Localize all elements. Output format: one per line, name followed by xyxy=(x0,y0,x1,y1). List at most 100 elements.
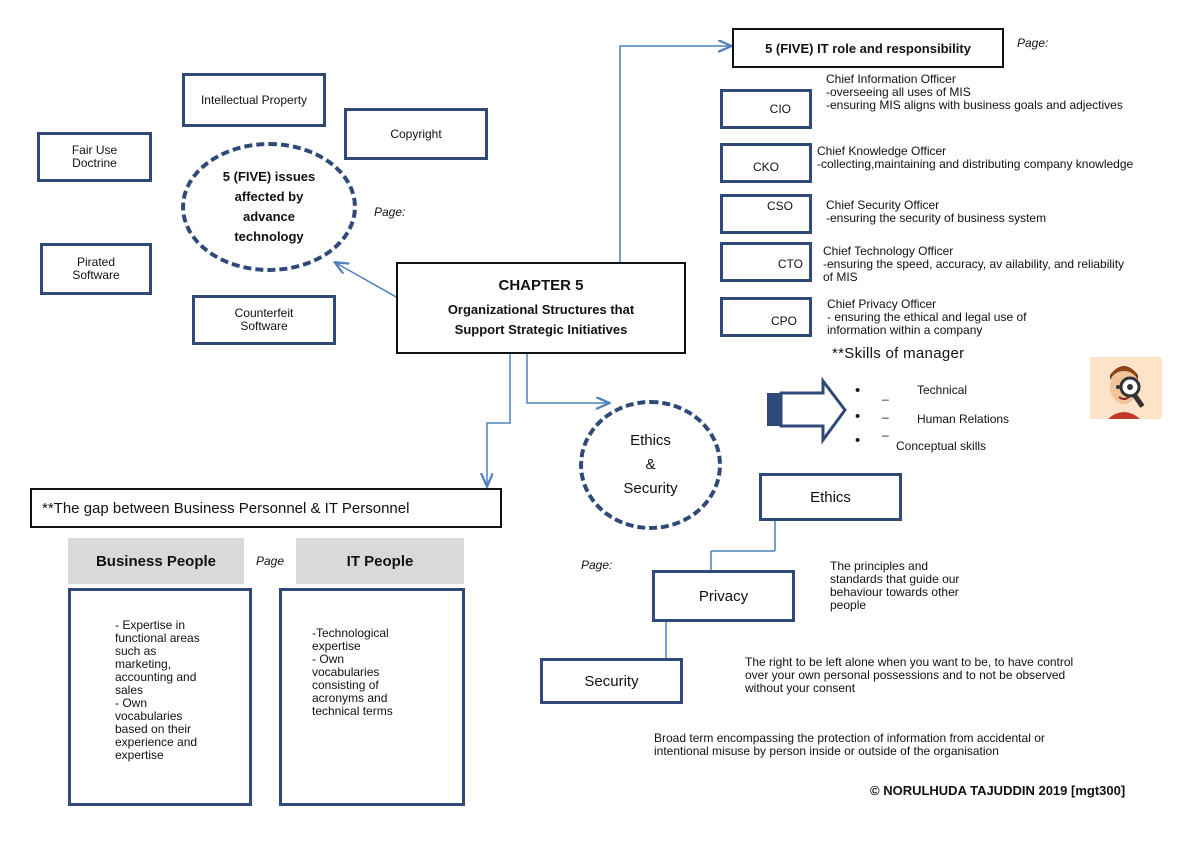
ethics-page-label: Page: xyxy=(581,558,613,572)
it-roles-page-label: Page: xyxy=(1017,36,1049,50)
ethics-definition: The principles and standards that guide … xyxy=(830,560,959,612)
privacy-def-line3: without your consent xyxy=(745,681,856,695)
issue-pirated-line1: Pirated xyxy=(76,255,116,269)
issue-pirated-software: Pirated Software xyxy=(40,243,152,295)
issue-counterfeit-line1: Counterfeit xyxy=(234,306,294,320)
issues-page-label: Page: xyxy=(374,205,406,219)
ethics-box: Ethics xyxy=(759,473,902,521)
business-people-header-label: Business People xyxy=(95,552,217,570)
role-cio-desc: Chief Information Officer -overseeing al… xyxy=(826,73,1123,112)
issues-circle-line3: advance xyxy=(242,209,296,224)
role-cio-desc-line2: -ensuring MIS aligns with business goals… xyxy=(826,98,1123,112)
it-people-header: IT People xyxy=(296,538,464,584)
issue-intellectual-property-label: Intellectual Property xyxy=(200,92,308,107)
issue-intellectual-property: Intellectual Property xyxy=(182,73,326,127)
bullet-icon: • xyxy=(855,382,861,399)
gap-page-label: Page xyxy=(244,545,296,577)
role-cto-title: Chief Technology Officer xyxy=(823,244,954,258)
business-line: - Expertise in xyxy=(115,618,186,632)
ethics-circle-line1: Ethics xyxy=(630,432,671,449)
issue-fair-use-line2: Doctrine xyxy=(72,156,117,170)
issue-counterfeit-software: Counterfeit Software xyxy=(192,295,336,345)
dash-icon: – xyxy=(882,428,889,442)
role-cio-desc-line1: -overseeing all uses of MIS xyxy=(826,85,971,99)
ethics-def-line4: people xyxy=(830,598,867,612)
business-people-box: - Expertise in functional areas such as … xyxy=(68,588,252,806)
security-box-label: Security xyxy=(584,672,639,690)
privacy-definition: The right to be left alone when you want… xyxy=(745,656,1073,695)
it-line: acronyms and xyxy=(312,691,388,705)
skills-list: • _ Technical • – Human Relations • – Co… xyxy=(855,382,1055,462)
it-line: -Technological xyxy=(312,626,389,640)
role-cpo-desc: Chief Privacy Officer - ensuring the eth… xyxy=(827,298,1026,337)
ethics-def-line3: behaviour towards other xyxy=(830,585,959,599)
business-line: accounting and xyxy=(115,670,197,684)
role-cpo-title: Chief Privacy Officer xyxy=(827,297,937,311)
chapter-box: CHAPTER 5 Organizational Structures that… xyxy=(396,262,686,354)
magnifier-person-icon xyxy=(1090,357,1162,419)
privacy-def-line1: The right to be left alone when you want… xyxy=(745,655,1074,669)
business-line: - Own xyxy=(115,696,148,710)
security-def-line1: Broad term encompassing the protection o… xyxy=(654,731,1045,745)
ethics-security-circle: Ethics & Security xyxy=(579,400,722,530)
privacy-box-label: Privacy xyxy=(698,587,749,605)
role-cio-box: CIO xyxy=(720,89,812,129)
it-roles-title-box: 5 (FIVE) IT role and responsibility xyxy=(732,28,1004,68)
it-line: technical terms xyxy=(312,704,393,718)
security-def-line2: intentional misuse by person inside or o… xyxy=(654,744,999,758)
gap-page-label-text: Page xyxy=(255,554,285,568)
security-definition: Broad term encompassing the protection o… xyxy=(654,732,1045,758)
business-line: based on their xyxy=(115,722,192,736)
it-line: vocabularies xyxy=(312,665,380,679)
issues-circle-line2: affected by xyxy=(234,189,304,204)
it-people-box: -Technological expertise - Own vocabular… xyxy=(279,588,465,806)
role-cko-desc-line1: -collecting,maintaining and distributing… xyxy=(817,157,1134,171)
ethics-def-line2: standards that guide our xyxy=(830,572,960,586)
role-cto-abbr: CTO xyxy=(777,257,803,271)
arrow-to-gap xyxy=(487,354,511,485)
chapter-subtitle-line2: Support Strategic Initiatives xyxy=(454,321,628,337)
skills-block-arrow xyxy=(767,376,847,445)
business-line: such as xyxy=(115,644,157,658)
business-line: marketing, xyxy=(115,657,172,671)
skill-item-human-relations: Human Relations xyxy=(917,412,1010,426)
issue-counterfeit-line2: Software xyxy=(240,319,288,333)
role-cso-desc-line1: -ensuring the security of business syste… xyxy=(826,211,1047,225)
chapter-subtitle-line1: Organizational Structures that xyxy=(447,301,635,317)
issue-pirated-line2: Software xyxy=(72,268,120,282)
skill-item-conceptual: Conceptual skills xyxy=(896,439,987,453)
gap-title: **The gap between Business Personnel & I… xyxy=(42,499,410,517)
role-cto-desc-line2: of MIS xyxy=(823,270,858,284)
skill-item: • – Human Relations xyxy=(855,409,1055,438)
bullet-icon: • xyxy=(855,432,861,449)
arrow-to-it-roles xyxy=(619,46,730,262)
dash-icon: _ xyxy=(882,387,889,401)
ethics-circle-line3: Security xyxy=(623,480,678,497)
role-cto-desc: Chief Technology Officer -ensuring the s… xyxy=(823,245,1124,284)
role-cpo-abbr: CPO xyxy=(770,314,797,328)
role-cio-title: Chief Information Officer xyxy=(826,72,956,86)
ethics-box-label: Ethics xyxy=(810,488,851,506)
role-cko-desc: Chief Knowledge Officer -collecting,main… xyxy=(817,145,1133,171)
issue-copyright: Copyright xyxy=(344,108,488,160)
issue-fair-use: Fair Use Doctrine xyxy=(37,132,152,182)
role-cso-desc: Chief Security Officer -ensuring the sec… xyxy=(826,199,1046,225)
role-cpo-box: CPO xyxy=(720,297,812,337)
arrow-to-ethics xyxy=(526,354,608,403)
role-cko-abbr: CKO xyxy=(752,160,779,174)
gap-title-box: **The gap between Business Personnel & I… xyxy=(30,488,502,528)
role-cto-box: CTO xyxy=(720,242,812,282)
bullet-icon: • xyxy=(855,408,861,425)
privacy-def-line2: over your own personal possessions and t… xyxy=(745,668,1066,682)
privacy-box: Privacy xyxy=(652,570,795,622)
business-line: experience and xyxy=(115,735,198,749)
issue-fair-use-line1: Fair Use xyxy=(71,143,118,157)
it-line: consisting of xyxy=(312,678,379,692)
security-box: Security xyxy=(540,658,683,704)
issue-copyright-label: Copyright xyxy=(390,126,442,141)
it-line: expertise xyxy=(312,639,361,653)
skill-item-technical: Technical xyxy=(917,383,968,397)
business-people-header: Business People xyxy=(68,538,244,584)
role-cpo-desc-line2: information within a company xyxy=(827,323,983,337)
